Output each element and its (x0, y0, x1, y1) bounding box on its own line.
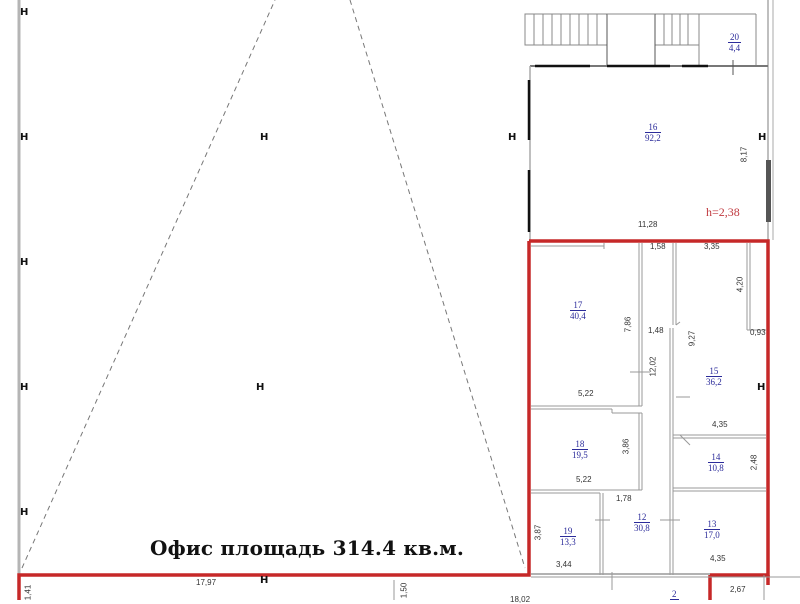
dim-5-22-a: 5,22 (578, 389, 594, 398)
dim-4-35-a: 4,35 (712, 420, 728, 429)
svg-text:H: H (256, 382, 264, 393)
dashed-line-left (21, 0, 276, 569)
svg-text:H: H (20, 257, 28, 268)
svg-text:H: H (20, 507, 28, 518)
dim-3-44: 3,44 (556, 560, 572, 569)
column-marks: H H H H H H H H H H H (20, 7, 766, 586)
dim-1-58: 1,58 (650, 242, 666, 251)
dim-3-86: 3,86 (621, 438, 631, 455)
dim-11-28: 11,28 (638, 220, 658, 229)
dim-2-48: 2,48 (749, 454, 759, 471)
dim-3-87: 3,87 (533, 524, 543, 541)
svg-text:H: H (260, 132, 268, 143)
dim-3-35: 3,35 (704, 242, 720, 251)
dim-1-41: 1,41 (23, 584, 33, 601)
dim-1-50: 1,50 (399, 582, 409, 599)
dim-1-48: 1,48 (648, 326, 664, 335)
dim-4-20: 4,20 (735, 276, 745, 293)
svg-text:H: H (20, 7, 28, 18)
dashed-line-right (349, 0, 526, 569)
dim-9-27: 9,27 (687, 330, 697, 347)
svg-text:H: H (758, 132, 766, 143)
dim-1-78: 1,78 (616, 494, 632, 503)
room-2-label: 2 (670, 589, 679, 600)
staircase-right (654, 13, 757, 66)
window (766, 160, 771, 222)
staircase-left (524, 13, 608, 66)
svg-text:H: H (508, 132, 516, 143)
svg-text:H: H (757, 382, 765, 393)
dim-5-22-b: 5,22 (576, 475, 592, 484)
dim-17-97: 17,97 (196, 578, 217, 587)
interior-walls (393, 243, 800, 600)
svg-text:H: H (20, 132, 28, 143)
svg-text:H: H (20, 382, 28, 393)
ceiling-height-label: h=2,38 (706, 205, 740, 219)
office-area-caption: Офис площадь 314.4 кв.м. (150, 536, 465, 560)
dim-7-86: 7,86 (623, 316, 633, 333)
dim-2-67: 2,67 (730, 585, 746, 594)
dim-0-93: 0,93 (750, 328, 766, 337)
dim-12-02: 12,02 (648, 356, 658, 377)
dim-4-35-b: 4,35 (710, 554, 726, 563)
svg-text:H: H (260, 575, 268, 586)
dim-8-17: 8,17 (739, 146, 749, 163)
